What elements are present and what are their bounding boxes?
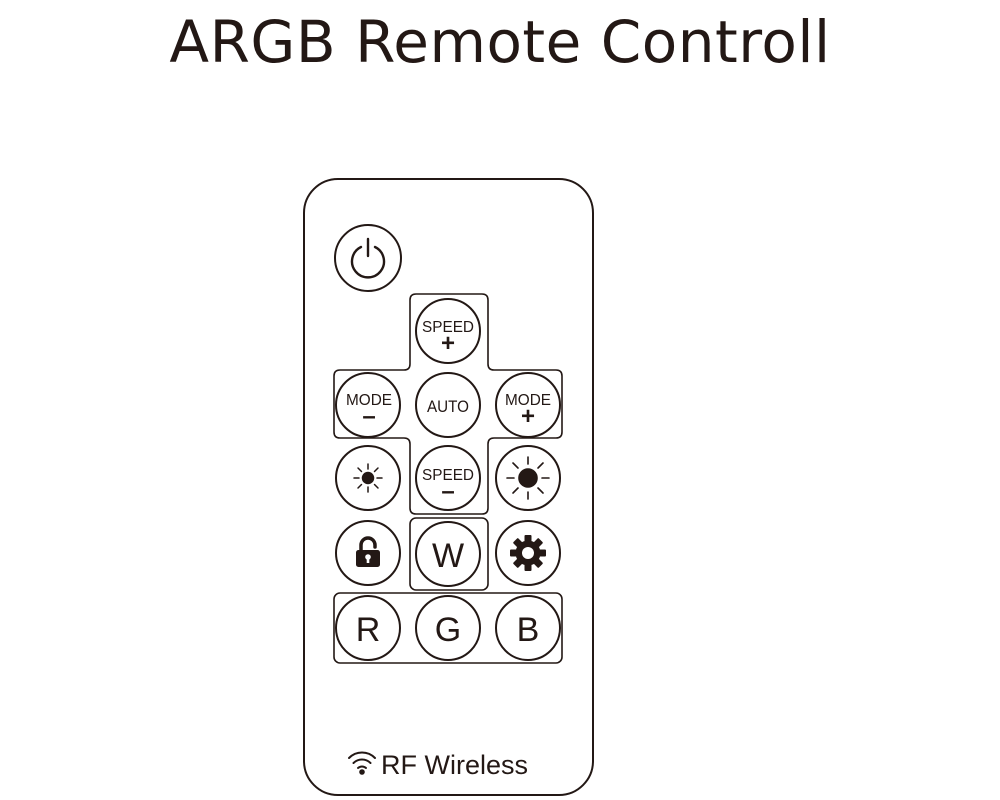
blue-label: B [517, 611, 540, 649]
speed-down-sign: – [441, 478, 454, 505]
power-button[interactable] [334, 224, 402, 292]
green-label: G [435, 611, 461, 649]
sun-large-icon [506, 456, 550, 500]
speed-up-button[interactable]: SPEED + [415, 298, 481, 364]
blue-button[interactable]: B [495, 595, 561, 661]
speed-up-sign: + [441, 330, 455, 357]
gear-icon [510, 535, 546, 571]
settings-button[interactable] [495, 520, 561, 586]
mode-down-label: MODE [346, 392, 392, 409]
page-title: ARGB Remote Controll [169, 8, 831, 76]
red-button[interactable]: R [335, 595, 401, 661]
lock-icon [356, 536, 380, 567]
sun-small-icon [353, 463, 383, 493]
white-button[interactable]: W [415, 521, 481, 587]
mode-down-button[interactable]: MODE – [335, 372, 401, 438]
mode-up-sign: + [521, 403, 535, 430]
speed-down-label: SPEED [422, 467, 474, 484]
rf-wireless-label: RF Wireless [381, 750, 528, 780]
auto-label: AUTO [427, 397, 469, 416]
speed-down-button[interactable]: SPEED – [415, 445, 481, 511]
auto-button[interactable]: AUTO [415, 372, 481, 438]
power-icon [350, 237, 386, 279]
white-label: W [432, 537, 464, 575]
red-label: R [356, 611, 381, 649]
speed-up-label: SPEED [422, 319, 474, 336]
brightness-up-button[interactable] [495, 445, 561, 511]
wifi-icon [348, 751, 376, 775]
green-button[interactable]: G [415, 595, 481, 661]
button-group-outlines [333, 293, 563, 664]
lock-button[interactable] [335, 520, 401, 586]
brightness-down-button[interactable] [335, 445, 401, 511]
mode-down-sign: – [362, 403, 375, 430]
mode-up-label: MODE [505, 392, 551, 409]
mode-up-button[interactable]: MODE + [495, 372, 561, 438]
